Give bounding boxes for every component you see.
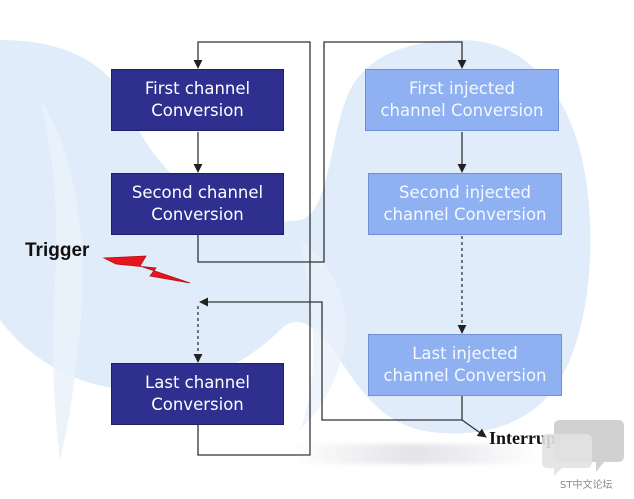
second-channel-conversion-box: Second channel Conversion — [111, 173, 284, 235]
first-injected-channel-conversion-box: First injected channel Conversion — [365, 69, 559, 131]
second-injected-channel-conversion-box: Second injected channel Conversion — [368, 173, 562, 235]
last-injected-channel-conversion-box: Last injected channel Conversion — [368, 334, 562, 396]
trigger-label: Trigger — [25, 240, 90, 261]
watermark-text: ST中文论坛 — [560, 480, 613, 491]
blurred-url-watermark — [290, 444, 540, 464]
first-channel-conversion-box: First channel Conversion — [111, 69, 284, 131]
forum-logo-icon — [542, 420, 624, 476]
to-injected-line — [197, 41, 467, 263]
lightning-bolt-icon — [102, 255, 191, 284]
regular-loop-line — [193, 41, 311, 456]
return-to-regular-line — [199, 297, 463, 421]
interrupt-arrow — [461, 419, 487, 438]
last-channel-conversion-box: Last channel Conversion — [111, 363, 284, 425]
